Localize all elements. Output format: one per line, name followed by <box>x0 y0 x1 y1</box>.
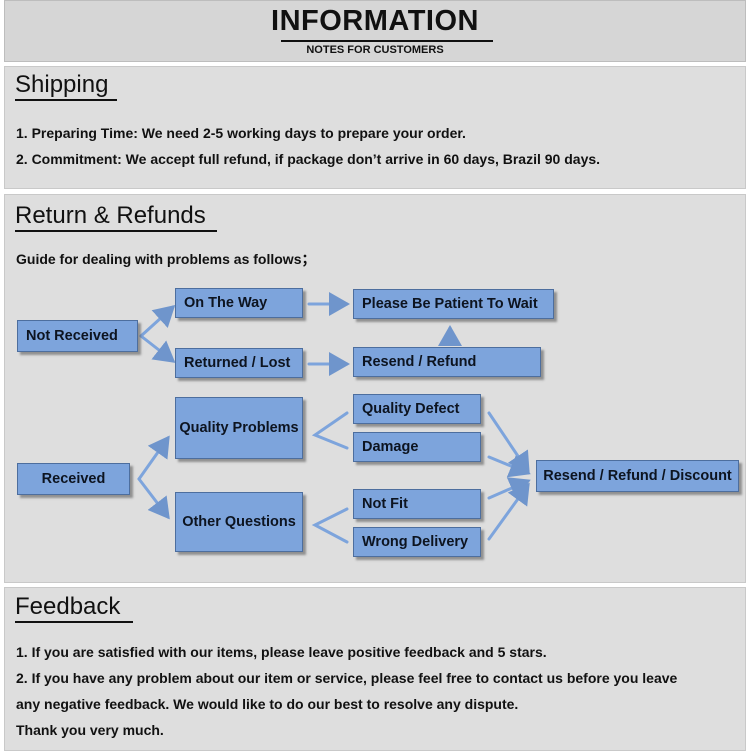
shipping-line-2: 2. Commitment: We accept full refund, if… <box>16 151 601 167</box>
shipping-line-1: 1. Preparing Time: We need 2-5 working d… <box>16 125 466 141</box>
flow-box-quality-problems: Quality Problems <box>175 397 303 459</box>
flow-box-other-questions: Other Questions <box>175 492 303 552</box>
arrow-quality-fork <box>311 411 349 450</box>
arrow-notreceived-ontheway <box>139 304 176 338</box>
flow-box-resend-refund-discount: Resend / Refund / Discount <box>536 460 739 492</box>
flow-box-not-fit: Not Fit <box>353 489 481 519</box>
flow-box-quality-defect: Quality Defect <box>353 394 481 424</box>
shipping-section: Shipping 1. Preparing Time: We need 2-5 … <box>4 66 746 189</box>
page-title: INFORMATION <box>271 5 479 37</box>
page-subtitle: NOTES FOR CUSTOMERS <box>306 44 444 56</box>
returns-guide: Guide for dealing with problems as follo… <box>16 251 316 267</box>
arrow-notreceived-returned <box>139 334 176 363</box>
arrow-received-other <box>137 477 170 520</box>
flowchart-connectors <box>137 292 531 544</box>
arrow-other-fork <box>311 507 349 544</box>
flow-box-damage: Damage <box>353 432 481 462</box>
shipping-title-underline <box>15 99 117 101</box>
arrow-received-quality <box>137 435 170 481</box>
flow-box-not-received: Not Received <box>17 320 138 352</box>
flow-box-on-the-way: On The Way <box>175 288 303 318</box>
feedback-title-underline <box>15 621 133 623</box>
feedback-line-1: 1. If you are satisfied with our items, … <box>16 644 547 660</box>
feedback-line-3: any negative feedback. We would like to … <box>16 696 519 712</box>
flow-box-returned-lost: Returned / Lost <box>175 348 303 378</box>
feedback-line-2: 2. If you have any problem about our ite… <box>16 670 678 686</box>
shipping-title: Shipping <box>15 71 109 98</box>
returns-title-underline <box>15 230 217 232</box>
arrow-defect-final <box>487 411 530 474</box>
feedback-title: Feedback <box>15 593 121 620</box>
flow-box-received: Received <box>17 463 130 495</box>
returns-section: Return & Refunds Guide for dealing with … <box>4 194 746 583</box>
feedback-line-4: Thank you very much. <box>16 722 164 738</box>
returns-title: Return & Refunds <box>15 202 206 229</box>
arrow-damage-final <box>487 455 531 478</box>
header-banner: INFORMATION NOTES FOR CUSTOMERS <box>4 0 746 62</box>
flow-box-be-patient: Please Be Patient To Wait <box>353 289 554 319</box>
arrow-wrong-final <box>487 482 530 541</box>
flow-box-resend-refund: Resend / Refund <box>353 347 541 377</box>
title-underline <box>281 40 493 42</box>
feedback-section: Feedback 1. If you are satisfied with ou… <box>4 587 746 751</box>
flow-box-wrong-delivery: Wrong Delivery <box>353 527 481 557</box>
